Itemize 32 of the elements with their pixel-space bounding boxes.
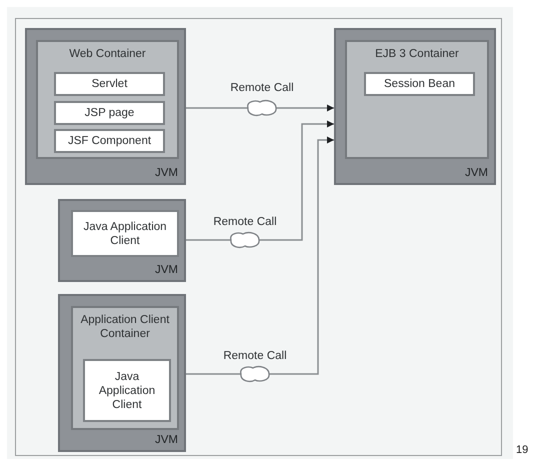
jvm-label: JVM xyxy=(465,167,488,179)
jvm-box xyxy=(25,28,186,185)
edge-label: Remote Call xyxy=(223,350,287,362)
arrow xyxy=(186,136,334,375)
jvm-box xyxy=(58,199,186,282)
edge-label: Remote Call xyxy=(230,82,294,94)
container-title: Application Client Container xyxy=(80,313,170,341)
component-label: Servlet xyxy=(90,77,128,91)
component-label: Java Application Client xyxy=(98,370,156,412)
jvm-label: JVM xyxy=(155,434,178,446)
component-label: Session Bean xyxy=(383,77,456,91)
container-title: Web Container xyxy=(68,47,147,61)
jvm-box xyxy=(58,294,186,452)
component-box xyxy=(83,359,171,422)
jvm-box xyxy=(334,28,496,185)
jvm-label: JVM xyxy=(155,167,178,179)
component-box xyxy=(54,129,165,153)
component-box xyxy=(71,210,179,257)
page-number: 19 xyxy=(516,444,528,456)
component-box xyxy=(54,101,165,125)
component-label: JSP page xyxy=(84,106,136,120)
arrow xyxy=(186,120,334,241)
component-box xyxy=(364,72,475,96)
jvm-label: JVM xyxy=(155,264,178,276)
edge-label: Remote Call xyxy=(213,216,277,228)
container-box xyxy=(71,306,179,430)
component-label: JSF Component xyxy=(66,134,152,148)
component-box xyxy=(54,72,165,96)
container-box xyxy=(36,40,179,159)
component-label: Java Application Client xyxy=(82,220,168,248)
container-title: EJB 3 Container xyxy=(374,47,460,61)
container-box xyxy=(345,40,489,159)
